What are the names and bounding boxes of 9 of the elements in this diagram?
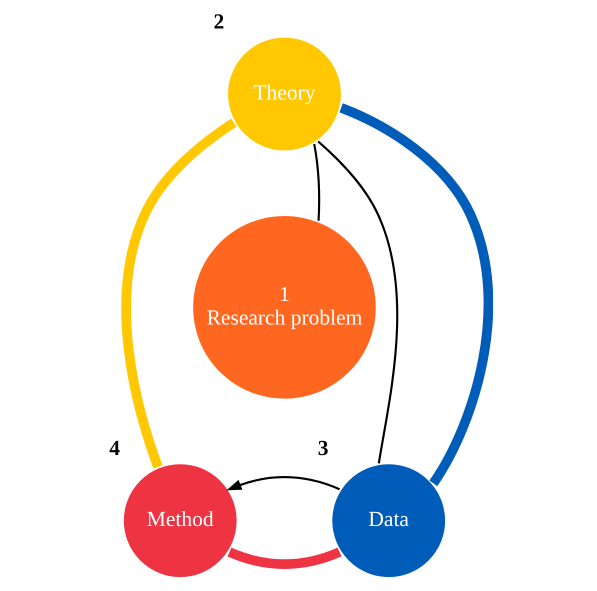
node-label: 3 bbox=[317, 436, 328, 460]
connector bbox=[227, 548, 341, 569]
connector bbox=[312, 144, 320, 221]
node-label: 4 bbox=[108, 436, 120, 460]
node-label: 2 bbox=[213, 9, 224, 34]
connector bbox=[338, 103, 492, 486]
arrow bbox=[226, 476, 340, 490]
connector bbox=[120, 118, 236, 469]
connector bbox=[317, 140, 398, 464]
